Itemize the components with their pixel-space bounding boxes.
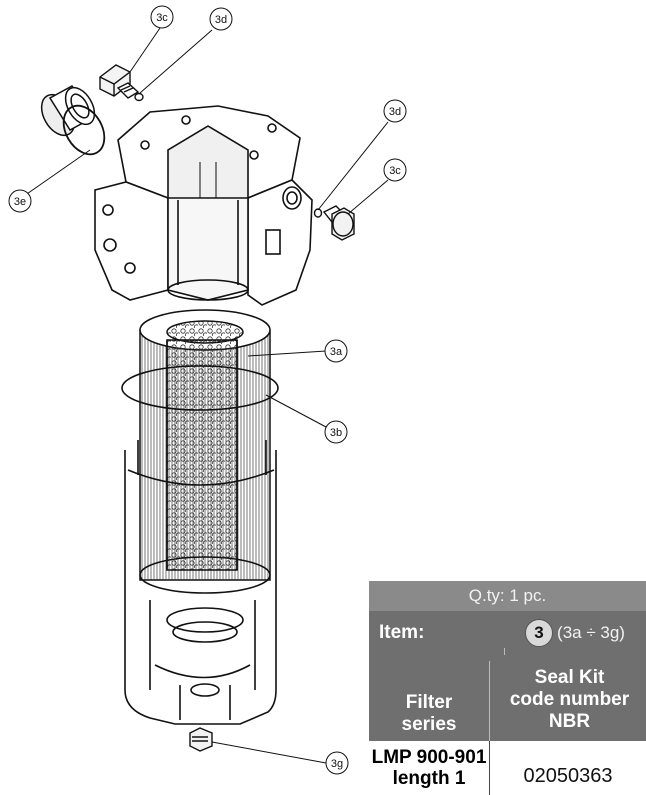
series-value: LMP 900-901 length 1 [369, 741, 489, 795]
seal-3d-top [134, 92, 144, 102]
item-number-badge: 3 [525, 619, 554, 647]
svg-text:3e: 3e [14, 196, 26, 208]
callout-3d-right: 3d [383, 99, 407, 123]
callout-3e: 3e [8, 189, 32, 213]
drain-plug-3g [189, 727, 213, 752]
item-label: Item: [379, 622, 425, 643]
seal-3d-right [313, 208, 323, 218]
filter-head [94, 105, 313, 306]
data-divider [489, 741, 490, 795]
header-row: Filter series Seal Kit code number NBR [369, 655, 646, 741]
callout-3b: 3b [324, 420, 348, 444]
seal-kit-header: Seal Kit code number NBR [493, 659, 646, 741]
series-value-line1: LMP 900-901 [371, 747, 487, 768]
series-value-line2: length 1 [392, 768, 466, 789]
filter-series-header-line2: series [401, 714, 457, 735]
svg-text:3c: 3c [156, 12, 168, 24]
housing-bowl [124, 440, 277, 725]
data-row: LMP 900-901 length 1 02050363 [369, 741, 646, 795]
svg-text:3c: 3c [389, 165, 401, 177]
callout-3d-top: 3d [209, 7, 233, 31]
seal-kit-table: Q.ty: 1 pc. Item: 3 (3a ÷ 3g) Filter ser… [369, 581, 646, 795]
seal-kit-header-line3: NBR [548, 711, 591, 732]
callout-3g: 3g [325, 751, 349, 775]
svg-text:3d: 3d [215, 14, 227, 26]
svg-text:3b: 3b [330, 427, 342, 439]
quantity-row: Q.ty: 1 pc. [369, 581, 646, 611]
seal-kit-header-line1: Seal Kit [534, 667, 605, 688]
callout-3c-top: 3c [150, 5, 174, 29]
header-divider [489, 661, 490, 741]
cap-3e [40, 85, 106, 156]
svg-text:3a: 3a [330, 346, 343, 358]
quantity-text: Q.ty: 1 pc. [468, 586, 547, 605]
item-range-cell: 3 (3a ÷ 3g) [504, 611, 646, 655]
filter-element-3a [139, 309, 271, 594]
filter-series-header: Filter series [369, 663, 489, 741]
svg-text:3d: 3d [389, 106, 401, 118]
plug-3c-top [99, 64, 140, 99]
callout-3a: 3a [324, 339, 348, 363]
code-number-value: 02050363 [523, 764, 613, 787]
filter-series-header-line1: Filter [405, 692, 453, 713]
seal-kit-header-line2: code number [509, 689, 630, 710]
oring-3b [121, 365, 279, 411]
plug-3c-right [322, 205, 355, 241]
svg-text:3g: 3g [331, 758, 343, 770]
item-range-text: (3a ÷ 3g) [557, 623, 625, 642]
leader-lines [23, 27, 389, 764]
callout-3c-right: 3c [383, 158, 407, 182]
item-row: Item: 3 (3a ÷ 3g) [369, 611, 646, 680]
